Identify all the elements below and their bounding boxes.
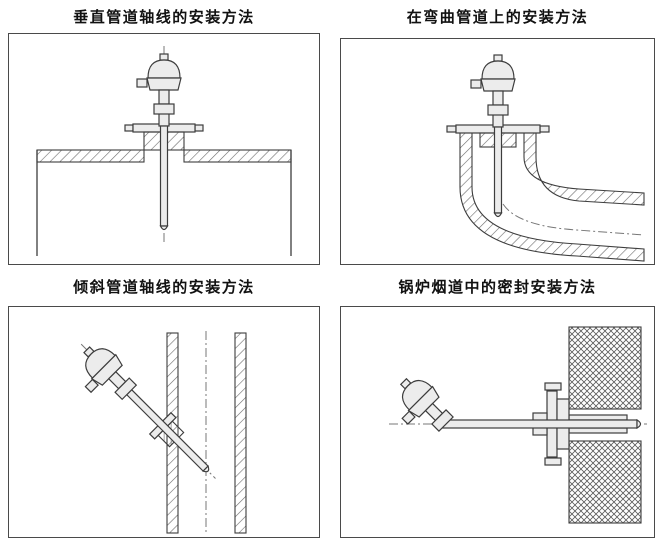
inclined-pipe-installation-drawing — [67, 331, 247, 535]
vertical-pipe-installation-drawing — [36, 46, 292, 256]
flange-bolt-bottom — [544, 457, 562, 466]
boiler-flue-installation-drawing — [383, 326, 647, 524]
pipe-elbow — [459, 132, 645, 262]
panel-title-vertical-pipe: 垂直管道轴线的安装方法 — [73, 9, 255, 26]
thermocouple — [136, 53, 182, 231]
horizontal-pipe — [36, 149, 292, 256]
thermocouple-head — [136, 53, 182, 115]
probe-tip — [159, 225, 169, 231]
thermocouple — [383, 368, 642, 444]
thermocouple-head — [470, 54, 516, 116]
figure-curved-pipe-installation — [340, 38, 655, 265]
panel-title-boiler-flue: 锅炉烟道中的密封安装方法 — [398, 279, 597, 296]
probe-tip — [202, 465, 210, 473]
thermocouple-head — [67, 337, 142, 412]
probe-tip — [493, 212, 503, 218]
curved-pipe-installation-drawing — [446, 54, 645, 262]
panel-title-inclined-pipe: 倾斜管道轴线的安装方法 — [73, 279, 255, 296]
probe — [440, 419, 638, 429]
thermocouple — [470, 54, 516, 218]
thermocouple-head — [383, 368, 459, 444]
figure-boiler-flue-installation — [340, 306, 655, 538]
panel-title-curved-pipe: 在弯曲管道上的安装方法 — [406, 9, 589, 26]
probe-tip — [636, 418, 642, 430]
centerline — [497, 103, 645, 236]
figure-vertical-pipe-installation — [8, 33, 320, 265]
flue-wall — [568, 326, 642, 524]
thermocouple-assembly — [67, 337, 216, 479]
flange-bolt-top — [544, 382, 562, 391]
figure-inclined-pipe-installation — [8, 306, 320, 538]
